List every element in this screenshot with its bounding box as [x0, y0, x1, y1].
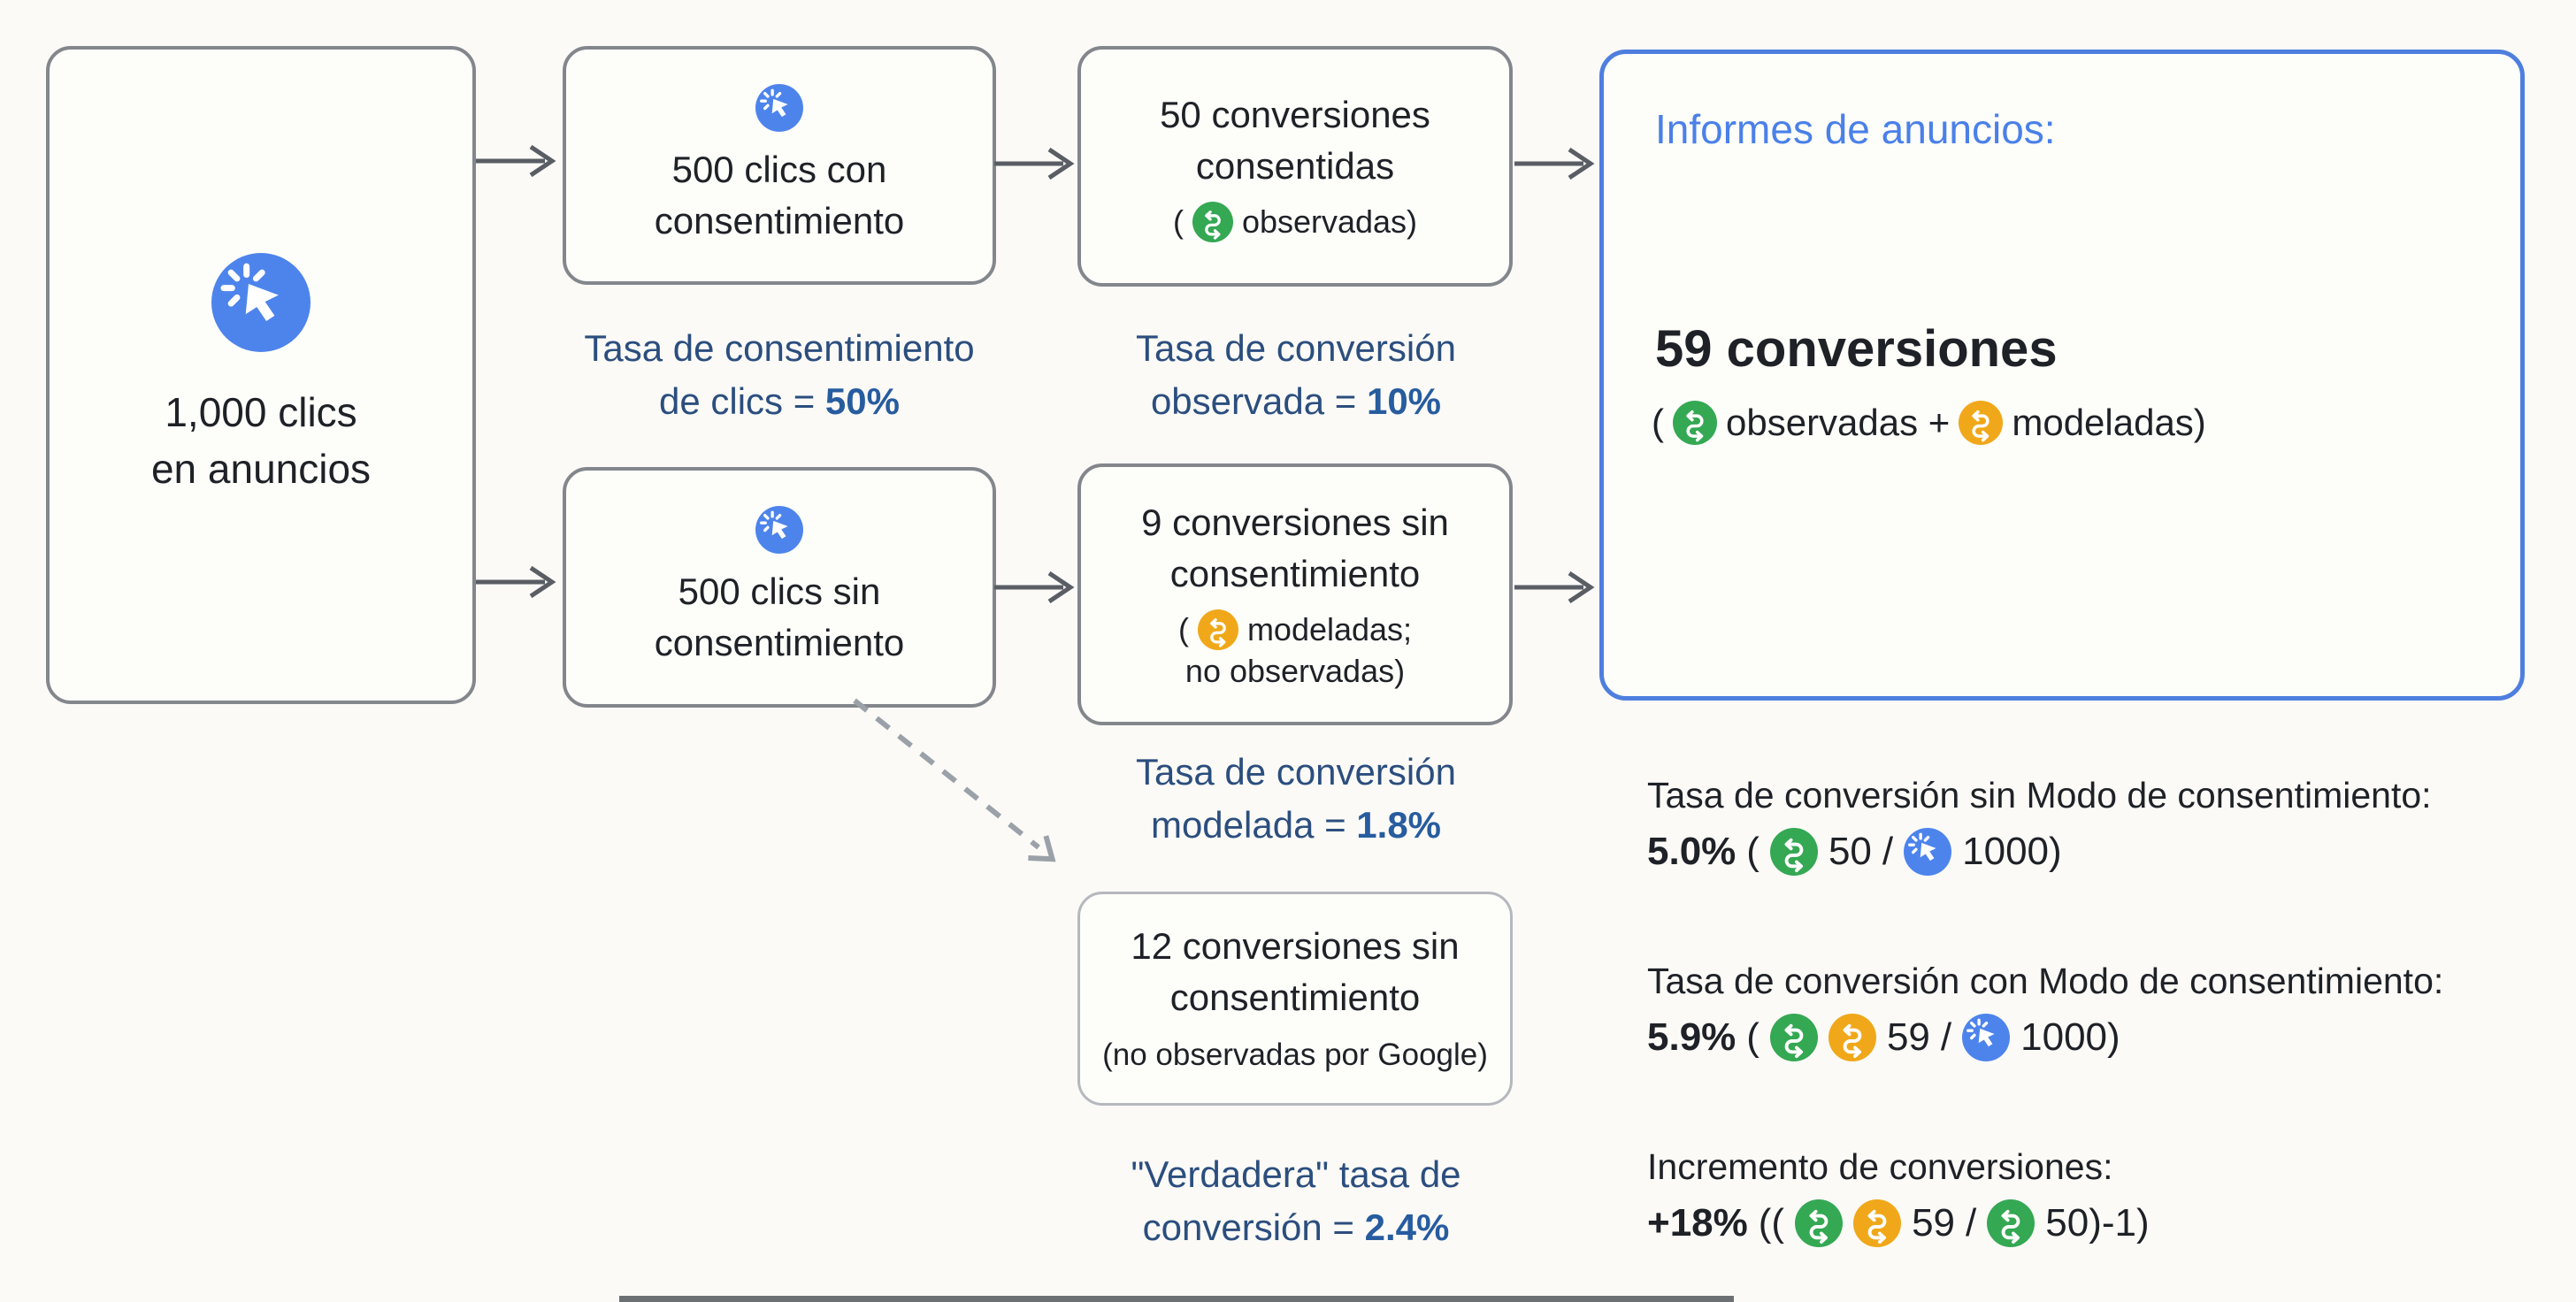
ad-click-icon	[211, 253, 310, 352]
true-rate-label: "Verdadera" tasa de conversión = 2.4%	[1053, 1148, 1539, 1254]
stat-consent-mode-heading: Tasa de conversión con Modo de consentim…	[1647, 961, 2444, 1001]
modeled-conversion-icon	[1828, 1014, 1876, 1061]
stat-numerator: 59	[1886, 1015, 1930, 1059]
report-breakdown: ( observadas + modeladas)	[1652, 401, 2206, 445]
consented-clicks-box: 500 clics con consentimiento	[563, 46, 996, 285]
observed-rate-label: Tasa de conversión observada = 10%	[1053, 322, 1539, 428]
modeled-rate-label: Tasa de conversión modelada = 1.8%	[1053, 746, 1539, 852]
unconsented-clicks-line1: 500 clics sin	[678, 571, 881, 612]
true-rate-line1: "Verdadera" tasa de	[1131, 1153, 1461, 1195]
paren-open: (	[1172, 203, 1184, 240]
true-rate-value: 2.4%	[1364, 1206, 1450, 1248]
consent-rate-line1: Tasa de consentimiento	[584, 327, 975, 369]
observed-rate-line2: observada =	[1150, 380, 1367, 422]
modeled-conversion-icon	[1198, 609, 1238, 650]
ads-report-box: Informes de anuncios: 59 conversiones ( …	[1599, 50, 2525, 701]
bottom-crop-bar	[619, 1296, 1734, 1302]
observed-conversion-icon	[1770, 828, 1818, 876]
divide-sign: /	[1940, 1015, 1952, 1059]
paren-open: (	[1652, 402, 1664, 443]
observed-conversion-icon	[1795, 1199, 1843, 1247]
stat-denominator: 50)-1)	[2045, 1201, 2150, 1245]
dashed-arrow-unconsented-to-true	[853, 698, 1056, 862]
ad-click-icon	[755, 84, 803, 132]
modeled-conversion-icon	[1853, 1199, 1901, 1247]
observed-paren-label: observadas)	[1241, 203, 1418, 240]
total-clicks-line1: 1,000 clics	[165, 389, 357, 435]
observed-conversions-box: 50 conversiones consentidas ( observadas…	[1077, 46, 1513, 287]
observed-conversion-icon	[1673, 401, 1717, 445]
stat-denominator: 1000)	[2020, 1015, 2120, 1059]
report-modeled-label: modeladas)	[2012, 402, 2206, 443]
modeled-rate-value: 1.8%	[1356, 804, 1442, 846]
stat-value: 5.0%	[1647, 830, 1736, 873]
consented-clicks-line1: 500 clics con	[671, 149, 887, 190]
ad-click-icon	[1962, 1014, 2010, 1061]
true-conversions-box: 12 conversiones sin consentimiento (no o…	[1077, 892, 1513, 1106]
report-observed-label: observadas +	[1726, 402, 1951, 443]
true-conversions-note: (no observadas por Google)	[1102, 1038, 1488, 1072]
modeled-paren-label: modeladas;	[1246, 611, 1413, 647]
report-total-conversions: 59 conversiones	[1655, 320, 2058, 378]
observed-rate-value: 10%	[1366, 380, 1442, 422]
stat-numerator: 59	[1912, 1201, 1956, 1245]
stat-consent-mode-value: 5.9% ( 59 / 1000)	[1647, 1014, 2120, 1061]
arrow-modeled-to-report	[1513, 566, 1598, 609]
observed-conversion-icon	[1987, 1199, 2035, 1247]
arrow-total-to-unconsented	[474, 561, 559, 603]
arrow-consented-to-observed	[993, 142, 1077, 185]
stat-uplift-value: +18% (( 59 / 50)-1)	[1647, 1199, 2150, 1247]
modeled-conversion-icon	[1959, 401, 2003, 445]
modeled-conversions-box: 9 conversiones sin consentimiento ( mode…	[1077, 463, 1513, 725]
observed-rate-line1: Tasa de conversión	[1136, 327, 1456, 369]
modeled-paren-line2: no observadas)	[1184, 653, 1406, 689]
stat-value: +18%	[1647, 1201, 1748, 1245]
stat-no-consent-mode-heading: Tasa de conversión sin Modo de consentim…	[1647, 775, 2432, 816]
modeled-conversions-line1: 9 conversiones sin	[1141, 502, 1449, 543]
arrow-observed-to-report	[1513, 142, 1598, 185]
paren-open: ((	[1758, 1201, 1785, 1245]
paren-open: (	[1746, 1015, 1760, 1059]
observed-conversions-line1: 50 conversiones	[1160, 94, 1430, 135]
consent-rate-line2: de clics =	[659, 380, 825, 422]
total-clicks-box: 1,000 clics en anuncios	[46, 46, 476, 704]
unconsented-clicks-line2: consentimiento	[654, 622, 905, 663]
arrow-unconsented-to-modeled	[993, 566, 1077, 609]
modeled-rate-line1: Tasa de conversión	[1136, 751, 1456, 793]
observed-conversion-icon	[1770, 1014, 1818, 1061]
observed-conversions-line2: consentidas	[1195, 145, 1395, 187]
stat-denominator: 1000)	[1962, 830, 2062, 873]
consent-rate-value: 50%	[824, 380, 900, 422]
stat-no-consent-mode-value: 5.0% ( 50 / 1000)	[1647, 828, 2062, 876]
report-title: Informes de anuncios:	[1655, 106, 2056, 152]
stat-numerator: 50	[1828, 830, 1872, 873]
total-clicks-line2: en anuncios	[150, 446, 372, 492]
observed-conversion-icon	[1192, 202, 1233, 242]
modeled-rate-line2: modelada =	[1150, 804, 1357, 846]
stat-value: 5.9%	[1647, 1015, 1736, 1059]
paren-open: (	[1746, 830, 1760, 873]
divide-sign: /	[1966, 1201, 1977, 1245]
modeled-conversions-line2: consentimiento	[1169, 553, 1421, 594]
unconsented-clicks-box: 500 clics sin consentimiento	[563, 467, 996, 708]
true-conversions-line2: consentimiento	[1169, 976, 1421, 1018]
ad-click-icon	[1904, 828, 1951, 876]
consented-clicks-line2: consentimiento	[654, 200, 905, 241]
consent-rate-label: Tasa de consentimiento de clics = 50%	[522, 322, 1037, 428]
arrow-total-to-consented	[474, 140, 559, 182]
stat-uplift-heading: Incremento de conversiones:	[1647, 1146, 2113, 1187]
divide-sign: /	[1882, 830, 1894, 873]
paren-open: (	[1177, 611, 1189, 647]
ad-click-icon	[755, 506, 803, 554]
true-rate-line2: conversión =	[1142, 1206, 1365, 1248]
true-conversions-line1: 12 conversiones sin	[1131, 925, 1460, 967]
